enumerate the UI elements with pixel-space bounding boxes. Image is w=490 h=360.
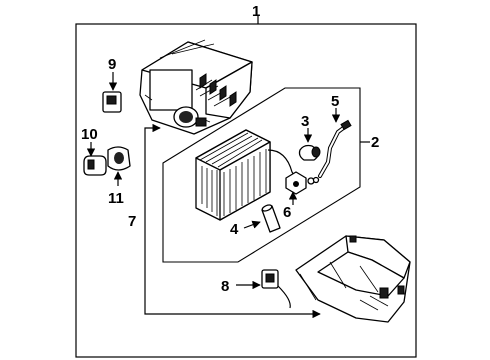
refrigerant-pipe <box>267 149 297 179</box>
lower-case <box>295 235 411 323</box>
part-4-cylinder <box>261 204 281 233</box>
part-8-sensor <box>261 269 291 309</box>
outer-frame <box>75 23 417 358</box>
leader-4 <box>243 220 261 229</box>
part-6-expansion-valve <box>285 171 320 195</box>
callout-4: 4 <box>230 221 239 238</box>
callout-1: 1 <box>252 3 260 20</box>
part-9-sensor <box>102 91 122 113</box>
leader-7-bracket <box>144 123 321 319</box>
callout-3: 3 <box>301 113 309 130</box>
callout-6: 6 <box>283 204 291 221</box>
callout-10: 10 <box>81 126 98 143</box>
part-3-switch <box>298 144 321 161</box>
callout-7: 7 <box>128 213 136 230</box>
part-10-connector <box>83 155 107 176</box>
callout-11: 11 <box>108 190 124 207</box>
callout-9: 9 <box>108 56 116 73</box>
part-5-pipe <box>318 119 352 178</box>
callout-2: 2 <box>371 134 379 151</box>
upper-case <box>139 39 253 135</box>
callout-8: 8 <box>221 278 229 295</box>
evaporator-core <box>195 129 271 221</box>
part-11-actuator <box>107 146 131 171</box>
callout-5: 5 <box>331 93 339 110</box>
